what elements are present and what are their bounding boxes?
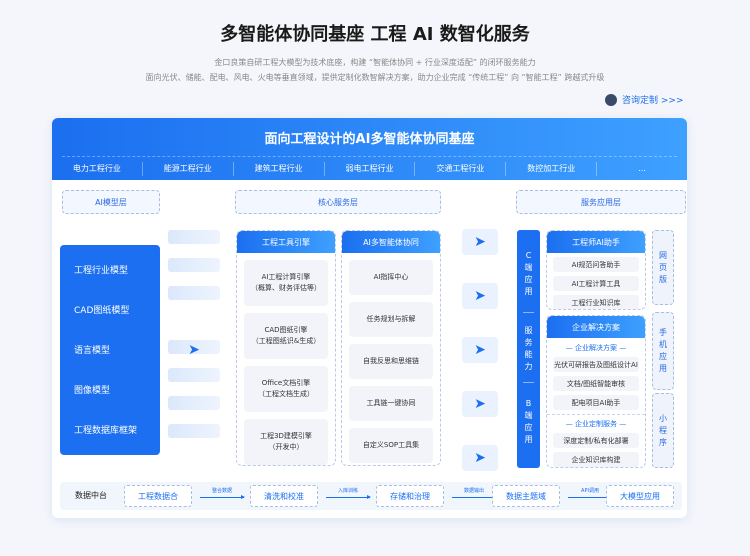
assistant-box: 工程师AI助手 AI规范问答助手 AI工程计算工具 工程行业知识库 [546, 230, 646, 310]
arrow-right-icon: ➤ [462, 283, 498, 309]
assistant-item: AI规范问答助手 [553, 257, 639, 272]
core-layer-label: 核心服务层 [235, 190, 441, 214]
arrow-right-icon: ➤ [462, 391, 498, 417]
industry-row: 电力工程行业 能源工程行业 建筑工程行业 弱电工程行业 交通工程行业 数控加工行… [52, 162, 687, 176]
assistant-item: 工程行业知识库 [553, 295, 639, 309]
section-title: — 企业解决方案 — [565, 344, 627, 352]
b-end-label: B端应用 [524, 399, 533, 444]
data-step: 存储和治理 [376, 485, 444, 507]
agent-item: AI指挥中心 [349, 260, 433, 295]
assistant-item: AI工程计算工具 [553, 276, 639, 291]
arrow-right-icon: ➤ [462, 445, 498, 471]
industry-item: 建筑工程行业 [234, 162, 325, 176]
agent-item: 自定义SOP工具集 [349, 428, 433, 463]
tool-item: CAD图纸引擎（工程图纸识&生成） [244, 313, 328, 359]
industry-item: 弱电工程行业 [325, 162, 416, 176]
enterprise-item: 光伏可研报告及图纸设计AI [553, 357, 639, 372]
tool-item: Office文档引擎（工程文档生成） [244, 366, 328, 412]
column-title: 工程工具引擎 [237, 231, 335, 253]
enterprise-item: 深度定制/私有化部署 [553, 433, 639, 448]
model-list: 工程行业模型 CAD图纸模型 语言模型 图像模型 工程数据库框架 [60, 245, 160, 455]
platform-card: 面向工程设计的AI多智能体协同基座 电力工程行业 能源工程行业 建筑工程行业 弱… [52, 118, 687, 518]
data-arrow: 数据输出 [452, 487, 497, 499]
enterprise-item: 文档/图纸智能审核 [553, 376, 639, 391]
arrow-right-icon: ➤ [188, 342, 200, 358]
assistant-title: 工程师AI助手 [547, 231, 645, 253]
data-center-bar: 数据中台 工程数据合 整合数据 清洗和校准 入库训练 存储和治理 数据输出 数据… [60, 482, 682, 510]
ai-model-layer-label: AI模型层 [62, 190, 160, 214]
consult-label: 咨询定制 >>> [622, 96, 684, 106]
tool-item: 工程3D建模引擎（开发中） [244, 419, 328, 465]
model-item: 工程数据库框架 [74, 426, 138, 436]
fan-stripe [168, 368, 220, 382]
consult-link[interactable]: 咨询定制 >>> [605, 93, 683, 106]
enterprise-box: 企业解决方案 — 企业解决方案 — 光伏可研报告及图纸设计AI 文档/图纸智能审… [546, 315, 646, 468]
industry-item: 能源工程行业 [143, 162, 234, 176]
platform-header: 面向工程设计的AI多智能体协同基座 电力工程行业 能源工程行业 建筑工程行业 弱… [52, 118, 687, 180]
fan-stripe [168, 340, 220, 354]
data-center-label: 数据中台 [75, 491, 107, 500]
service-ability-bar: C端应用 服务能力 B端应用 [517, 230, 540, 468]
platform-mobile: 手机应用 [652, 312, 674, 390]
fan-stripe [168, 230, 220, 244]
fan-stripe [168, 396, 220, 410]
subtitle-line-1: 金口良策自研工程大模型为技术底座，构建 “智能体协同 + 行业深度适配” 的闭环… [214, 58, 536, 67]
fan-stripe [168, 258, 220, 272]
platform-title: 面向工程设计的AI多智能体协同基座 [264, 132, 475, 147]
section-title: — 企业定制服务 — [547, 414, 645, 429]
arrow-right-icon: ➤ [462, 337, 498, 363]
model-item: CAD图纸模型 [74, 306, 130, 316]
enterprise-item: 企业知识库构建 [553, 452, 639, 467]
model-item: 图像模型 [74, 386, 111, 396]
enterprise-title: 企业解决方案 [547, 316, 645, 338]
column-title: AI多智能体协同 [342, 231, 440, 253]
model-item: 工程行业模型 [74, 266, 129, 276]
platform-web: 网页版 [652, 230, 674, 305]
robot-icon [605, 93, 617, 106]
page-title: 多智能体协同基座 工程 AI 数智化服务 [220, 24, 530, 45]
data-step: 清洗和校准 [250, 485, 318, 507]
arrow-right-icon: ➤ [462, 229, 498, 255]
app-layer-label: 服务应用层 [516, 190, 686, 214]
ability-label: 服务能力 [524, 326, 533, 371]
fan-stripe [168, 424, 220, 438]
agent-column: AI多智能体协同 AI指挥中心 任务规划与拆解 自我反思和思维链 工具链一键协同… [341, 230, 441, 466]
subtitle-line-2: 面向光伏、储能、配电、风电、火电等垂直领域，提供定制化数智解决方案，助力企业完成… [145, 73, 605, 82]
industry-item: 数控加工行业 [506, 162, 598, 176]
agent-item: 自我反思和思维链 [349, 344, 433, 379]
data-step: 工程数据合 [124, 485, 192, 507]
agent-item: 任务规划与拆解 [349, 302, 433, 337]
c-end-label: C端应用 [524, 251, 533, 296]
data-step: 数据主题域 [492, 485, 560, 507]
fan-stripe [168, 286, 220, 300]
industry-item: ... [638, 164, 646, 173]
industry-item: 交通工程行业 [415, 162, 507, 176]
enterprise-item: 配电项目AI助手 [553, 395, 639, 410]
industry-item: 电力工程行业 [52, 162, 143, 176]
tool-engine-column: 工程工具引擎 AI工程计算引擎（概算、财务评估等） CAD图纸引擎（工程图纸识&… [236, 230, 336, 466]
platform-miniprogram: 小程序 [652, 393, 674, 468]
data-arrow: 整合数据 [200, 487, 245, 499]
tool-item: AI工程计算引擎（概算、财务评估等） [244, 260, 328, 306]
divider [62, 156, 677, 157]
data-arrow: 入库训练 [326, 487, 371, 499]
model-item: 语言模型 [74, 346, 111, 356]
data-step: 大模型应用 [606, 485, 674, 507]
agent-item: 工具链一键协同 [349, 386, 433, 421]
